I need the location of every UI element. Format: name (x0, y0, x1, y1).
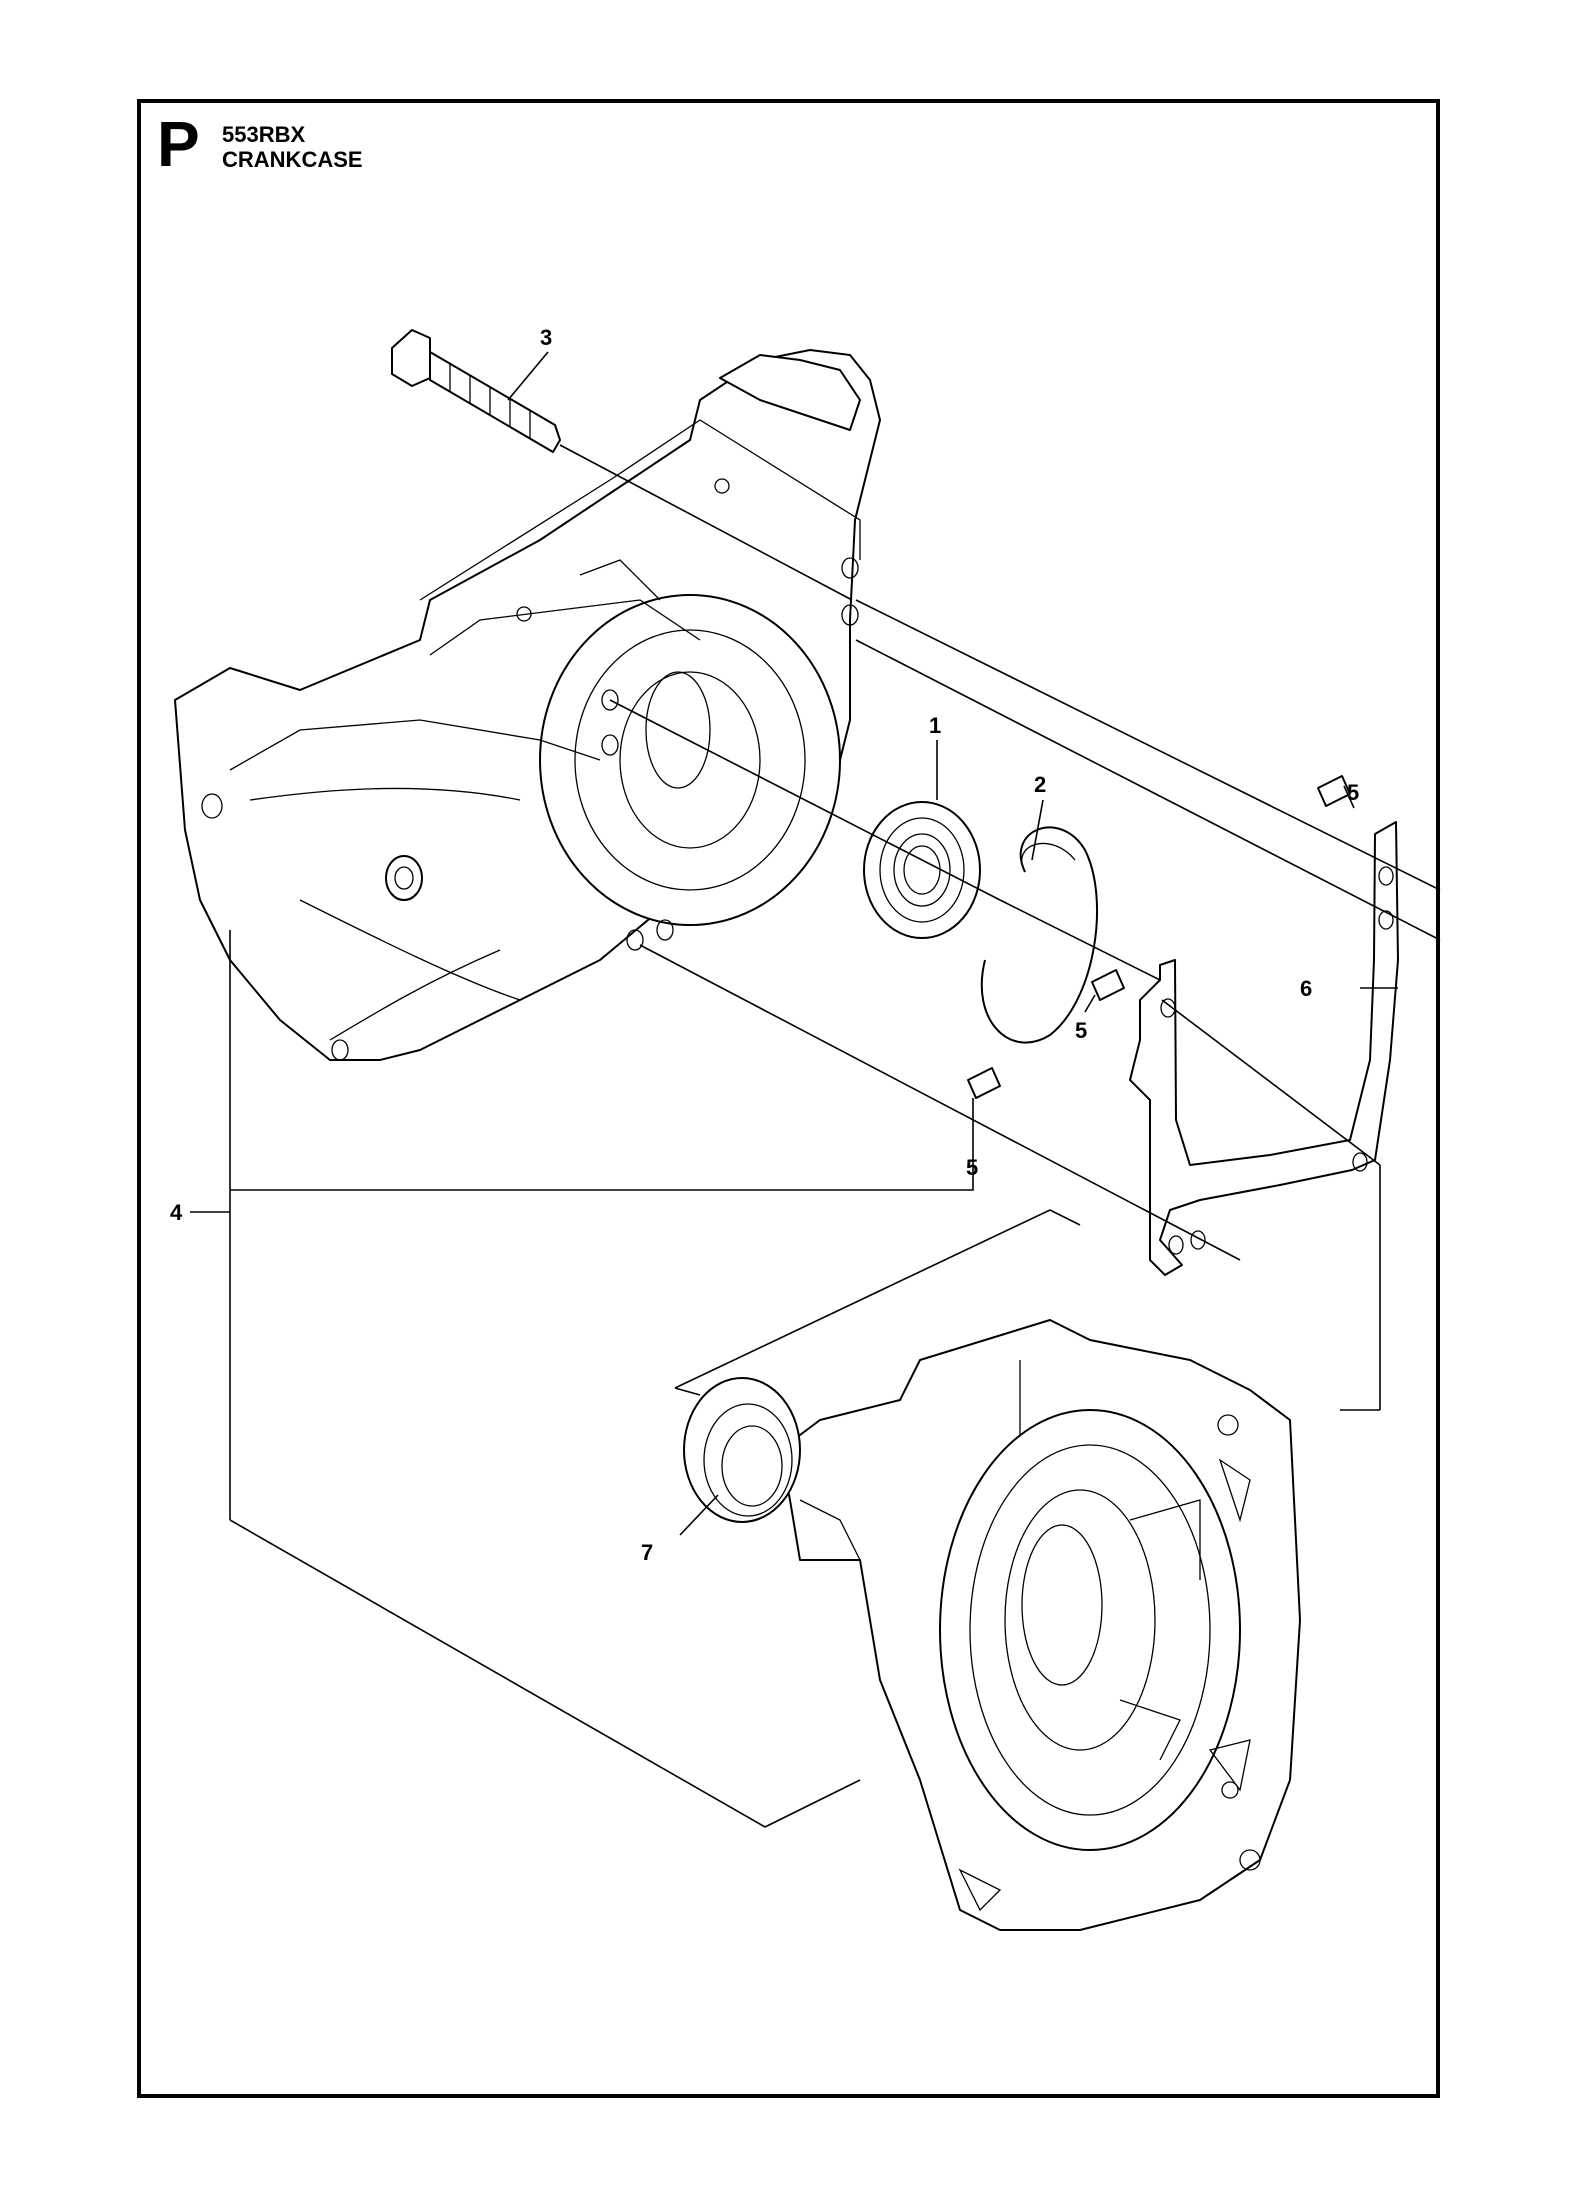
screw (391, 329, 561, 453)
page-frame (137, 99, 1440, 2098)
section-letter: P (157, 108, 200, 180)
callout-2: 2 (1034, 772, 1046, 797)
callout-3: 3 (540, 325, 552, 350)
crankcase-half-upper (174, 349, 881, 1061)
circlip (980, 826, 1099, 1044)
callout-5-middle: 5 (1075, 1018, 1087, 1043)
seal (683, 1377, 801, 1523)
dowel-pin-upper-right (1317, 775, 1351, 807)
callout-4: 4 (170, 1200, 183, 1225)
callout-6: 6 (1300, 976, 1312, 1001)
crankcase-half-lower (779, 1319, 1301, 1931)
callout-5-lower: 5 (966, 1155, 978, 1180)
bearing (863, 801, 981, 939)
page-title: CRANKCASE (222, 147, 363, 173)
model-header: 553RBX CRANKCASE (222, 122, 363, 173)
model-number: 553RBX (222, 122, 306, 147)
callout-5-upper-right: 5 (1347, 780, 1359, 805)
callout-leaders (190, 351, 1398, 1536)
callout-1: 1 (929, 713, 941, 738)
callout-7: 7 (641, 1540, 653, 1565)
gasket (1129, 821, 1399, 1276)
dowel-pin-middle (1091, 969, 1125, 1001)
callout-labels: 1 2 3 4 5 5 5 6 7 (170, 325, 1359, 1565)
dowel-pin-lower (967, 1067, 1001, 1099)
assembly-guide-lines (229, 444, 1441, 1828)
